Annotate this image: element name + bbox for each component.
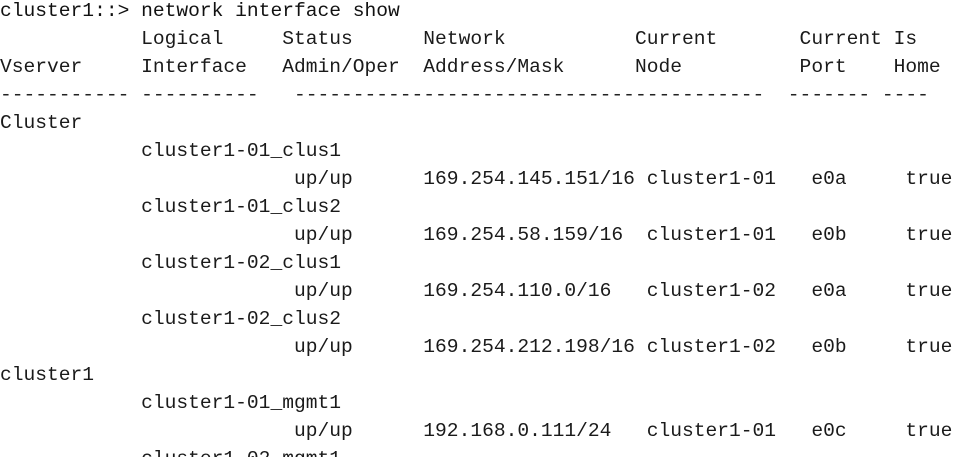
command-prompt-line: cluster1::> network interface show	[0, 0, 400, 22]
logical-interface-line: cluster1-01_clus2	[0, 196, 341, 218]
interface-data-line: up/up 169.254.145.151/16 cluster1-01 e0a…	[0, 168, 953, 190]
logical-interface-line: cluster1-02_mgmt1	[0, 445, 974, 457]
column-header-line: Logical Status Network Current Current I…	[0, 28, 918, 50]
interface-data-line: up/up 192.168.0.111/24 cluster1-01 e0c t…	[0, 420, 953, 442]
column-separator-line: ----------- ---------- -----------------…	[0, 84, 929, 106]
interface-data-line: up/up 169.254.212.198/16 cluster1-02 e0b…	[0, 336, 953, 358]
logical-interface-line: cluster1-02_clus2	[0, 308, 341, 330]
vserver-name-line: cluster1	[0, 364, 95, 386]
logical-interface-line: cluster1-02_clus1	[0, 252, 341, 274]
interface-data-line: up/up 169.254.110.0/16 cluster1-02 e0a t…	[0, 280, 953, 302]
interface-data-line: up/up 169.254.58.159/16 cluster1-01 e0b …	[0, 224, 953, 246]
vserver-name-line: Cluster	[0, 112, 83, 134]
logical-interface-line: cluster1-01_clus1	[0, 140, 341, 162]
logical-interface-line: cluster1-01_mgmt1	[0, 392, 341, 414]
column-header-line: Vserver Interface Admin/Oper Address/Mas…	[0, 56, 941, 78]
